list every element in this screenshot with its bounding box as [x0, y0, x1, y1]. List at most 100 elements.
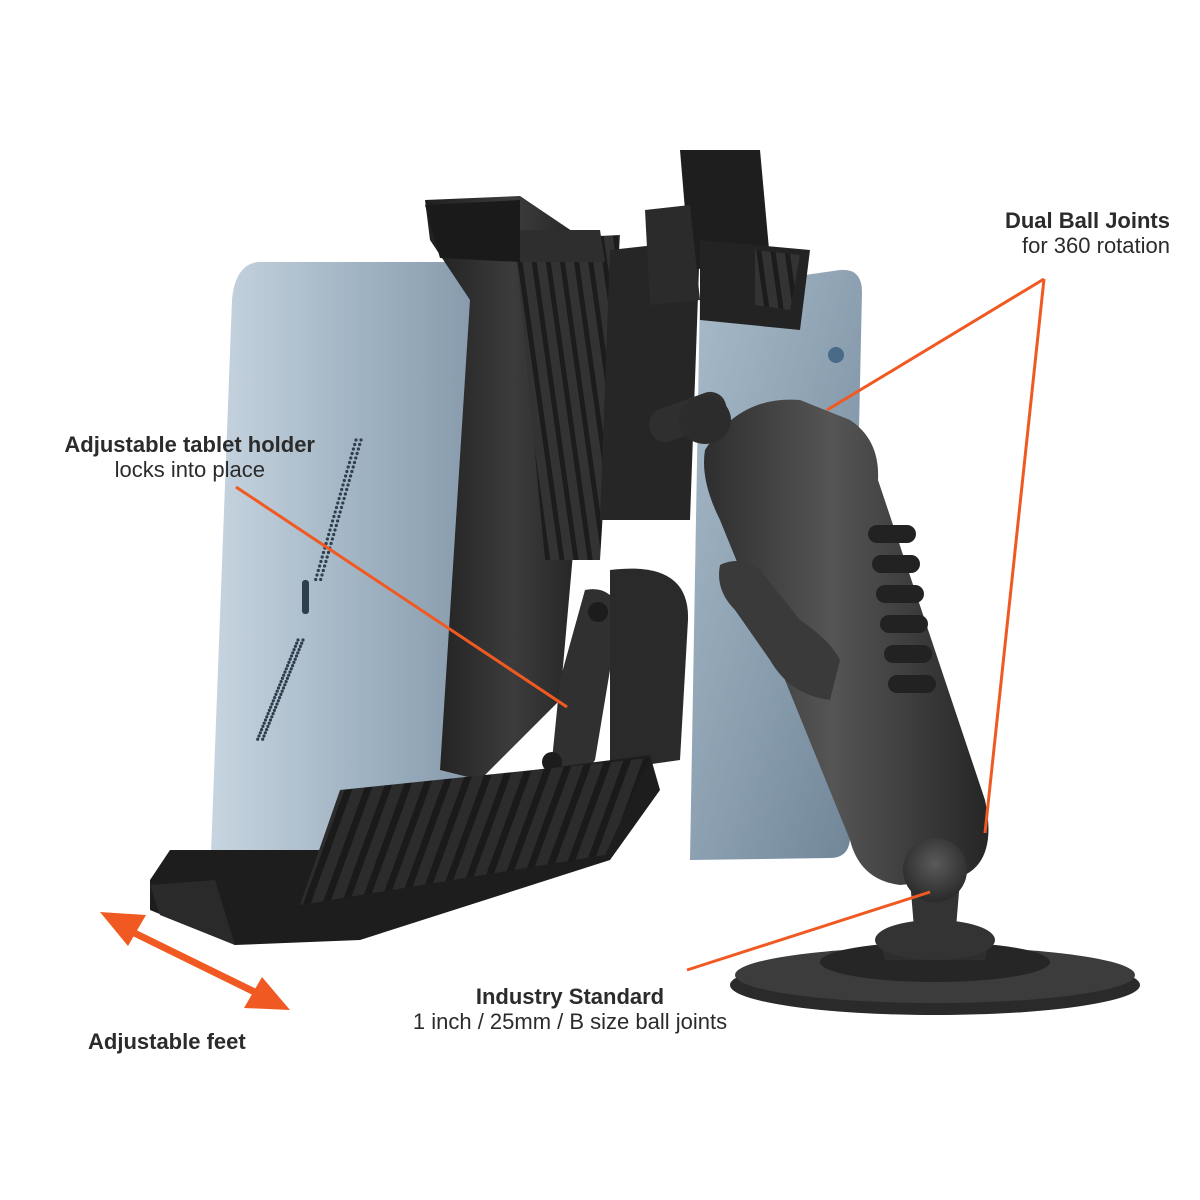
- callout-title: Dual Ball Joints: [1004, 208, 1170, 233]
- speaker-dot: [287, 660, 291, 665]
- speaker-dot: [263, 731, 267, 735]
- speaker-dot: [347, 460, 352, 465]
- callout-tablet-holder: Adjustable tablet holder locks into plac…: [20, 432, 315, 483]
- grip-knob: [888, 675, 936, 693]
- line-joint-lower: [983, 278, 1046, 834]
- speaker-dot: [341, 483, 345, 487]
- speaker-dot: [281, 686, 286, 690]
- speaker-dot: [289, 654, 294, 658]
- callout-adjustable-feet: Adjustable feet: [88, 1029, 246, 1054]
- speaker-dot: [270, 702, 274, 706]
- speaker-dot: [276, 699, 280, 703]
- speaker-dot: [345, 487, 349, 492]
- line-industry: [686, 890, 931, 972]
- speaker-dot: [261, 737, 265, 741]
- speaker-dot: [339, 505, 344, 510]
- speaker-grille-icon: [256, 438, 363, 741]
- camera-lens-icon: [828, 347, 844, 363]
- speaker-dot: [266, 712, 270, 716]
- adjustable-feet-arrow-icon: [100, 912, 290, 1010]
- grip-knob: [880, 615, 928, 633]
- speaker-dot: [351, 447, 355, 451]
- speaker-dot: [314, 577, 318, 582]
- speaker-dot: [332, 514, 336, 519]
- lock-screw-icon: [588, 602, 608, 622]
- speaker-dot: [271, 712, 275, 716]
- callout-lines: [235, 277, 1046, 972]
- lower-ball-joint: [903, 838, 967, 902]
- speaker-dot: [316, 568, 320, 573]
- speaker-dot: [346, 483, 350, 487]
- speaker-dot: [272, 708, 276, 713]
- speaker-dot: [284, 667, 288, 671]
- grip-knob: [876, 585, 924, 603]
- speaker-dot: [337, 514, 341, 519]
- speaker-dot: [261, 724, 265, 729]
- speaker-dot: [283, 670, 287, 674]
- speaker-dot: [359, 438, 363, 442]
- speaker-dot: [274, 692, 278, 697]
- speaker-dot: [289, 667, 293, 671]
- speaker-dot: [324, 541, 328, 546]
- speaker-dot: [315, 573, 319, 577]
- speaker-dot: [356, 447, 360, 451]
- speaker-dot: [328, 528, 332, 532]
- speaker-dot: [336, 501, 340, 505]
- speaker-dot: [300, 641, 304, 645]
- speaker-dot: [256, 737, 260, 741]
- speaker-dot: [333, 528, 337, 532]
- line-joint-upper: [826, 277, 1045, 412]
- speaker-dot: [262, 721, 266, 725]
- speaker-dot: [342, 496, 346, 501]
- callout-subtitle: 1 inch / 25mm / B size ball joints: [412, 1009, 728, 1035]
- callout-subtitle: for 360 rotation: [1022, 233, 1170, 259]
- speaker-dot: [330, 537, 334, 541]
- speaker-dot: [280, 676, 284, 681]
- speaker-dot: [349, 474, 353, 478]
- grip-knob: [884, 645, 932, 663]
- speaker-dot: [271, 699, 275, 703]
- callout-title: Adjustable tablet holder: [64, 432, 315, 457]
- speaker-dot: [258, 731, 262, 735]
- speaker-dot: [341, 501, 345, 505]
- speaker-dot: [257, 734, 261, 738]
- speaker-dot: [282, 673, 286, 677]
- speaker-dot: [298, 644, 302, 649]
- speaker-dot: [329, 523, 333, 528]
- speaker-dot: [354, 438, 358, 442]
- speaker-dot: [352, 460, 357, 465]
- speaker-dot: [320, 573, 324, 577]
- speaker-dot: [286, 664, 290, 668]
- speaker-dot: [358, 442, 362, 447]
- speaker-dot: [278, 683, 282, 687]
- callout-subtitle: locks into place: [114, 457, 265, 483]
- speaker-dot: [278, 696, 282, 700]
- speaker-dot: [260, 728, 264, 732]
- adhesive-base: [730, 838, 1140, 1015]
- speaker-dot: [343, 492, 347, 496]
- grip-knob: [872, 555, 920, 573]
- speaker-dot: [296, 638, 300, 642]
- speaker-dot: [319, 559, 323, 564]
- adjustable-foot-tray: [150, 755, 660, 945]
- speaker-dot: [346, 465, 350, 469]
- speaker-dot: [344, 474, 348, 478]
- speaker-dot: [297, 648, 301, 652]
- speaker-dot: [350, 451, 354, 456]
- speaker-dot: [327, 532, 331, 537]
- speaker-dot: [265, 715, 269, 719]
- grip-knobs: [868, 525, 936, 693]
- speaker-dot: [268, 718, 273, 722]
- speaker-dot: [296, 651, 300, 655]
- speaker-dot: [321, 550, 326, 555]
- speaker-dot: [347, 478, 351, 483]
- speaker-dot: [336, 519, 340, 523]
- callout-title: Adjustable feet: [88, 1029, 246, 1054]
- speaker-dot: [275, 702, 279, 706]
- speaker-dot: [329, 541, 333, 546]
- speaker-dot: [285, 676, 289, 681]
- speaker-dot: [325, 537, 329, 541]
- speaker-dot: [279, 680, 283, 684]
- speaker-dot: [293, 657, 297, 661]
